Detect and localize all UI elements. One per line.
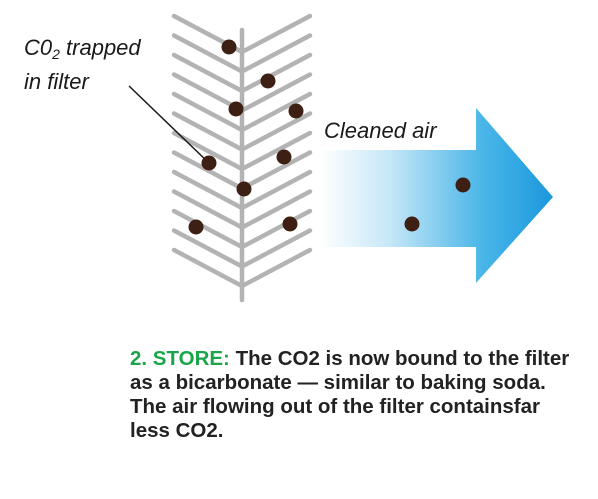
filter-branch (171, 208, 245, 250)
filter-branch (239, 150, 313, 191)
caption-text: The CO2 is now bound to the filter as a … (130, 347, 570, 442)
caption: 2. STORE: The CO2 is now bound to the fi… (130, 347, 585, 443)
filter-branch (239, 111, 313, 152)
filter-branch (171, 111, 245, 152)
filter-branch (171, 52, 245, 94)
co2-particle-icon (236, 181, 252, 197)
co2-particle-icon (221, 39, 237, 55)
co2-particle-icon (455, 177, 471, 193)
filter-branch (239, 228, 313, 269)
filter-branch (171, 169, 245, 211)
in-filter-text: in filter (24, 69, 89, 94)
co2-particle-icon (404, 216, 420, 232)
co2-particle-icon (228, 101, 244, 117)
cleaned-air-label: Cleaned air (324, 118, 437, 143)
step-heading: 2. STORE: (130, 347, 230, 370)
filter-branch (239, 208, 313, 250)
co2-particle-icon (260, 73, 276, 89)
filter-branch (239, 130, 313, 172)
co2-subscript: 2 (52, 46, 60, 62)
filter-branch (239, 189, 313, 230)
filter-branch (171, 130, 245, 172)
co2-particle-icon (288, 103, 304, 119)
filter-branch (239, 247, 313, 289)
filter-branch (239, 52, 313, 94)
filter-branch (239, 91, 313, 133)
co2-particles (188, 39, 471, 235)
filter-branch (171, 91, 245, 133)
cleaned-air-arrow (320, 108, 553, 283)
filter-branch (239, 72, 313, 113)
filter-branch (171, 150, 245, 191)
co2-text: C0 (24, 35, 53, 60)
co2-trapped-label: C02 trapped in filter (24, 34, 141, 95)
filter-branch (171, 189, 245, 230)
filter-branch (239, 33, 313, 74)
co2-particle-icon (201, 155, 217, 171)
co2-particle-icon (282, 216, 298, 232)
leader-line (128, 85, 210, 164)
filter-branch (171, 247, 245, 289)
co2-trapped-text: trapped (59, 35, 141, 60)
filter-branch (239, 13, 313, 55)
co2-particle-icon (188, 219, 204, 235)
filter-branch (171, 228, 245, 269)
filter-icon (171, 13, 313, 303)
co2-particle-icon (276, 149, 292, 165)
filter-branch (239, 169, 313, 211)
filter-branch (171, 33, 245, 74)
